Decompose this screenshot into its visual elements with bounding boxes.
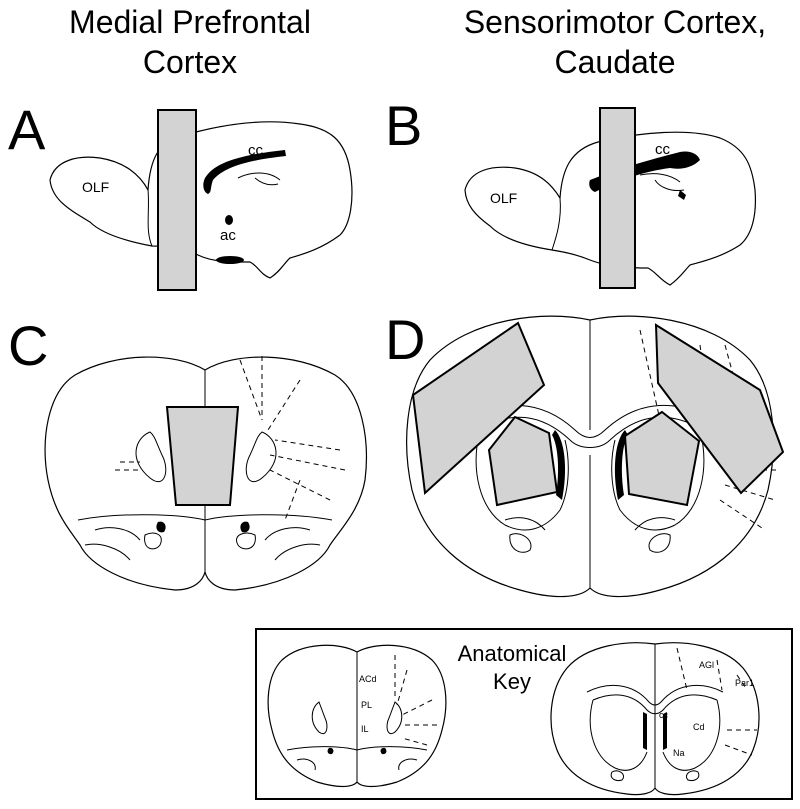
key-figures: ACd PL IL AGl Par1 cc Cd Na [267,642,760,796]
panel-c-coronal [44,356,368,591]
roi-mpfc-coronal [165,406,240,506]
panel-b-sagittal: OLF cc [464,107,757,289]
panel-d-coronal [406,315,785,598]
key-label-cc: cc [659,710,669,720]
coronal-c-dashes-right [239,356,346,521]
sagittal-b-fornix [639,173,685,191]
panel-letter-c: C [8,314,49,377]
sagittal-b-outline [464,131,757,286]
coronal-c-ventral-right [236,527,321,561]
title-right-line1: Sensorimotor Cortex, [463,4,767,40]
key-label-par1: Par1 [735,678,754,688]
coronal-d-right-ventricle [611,429,705,531]
key-label-acd: ACd [359,674,377,684]
coronal-c-right-ventricle [245,431,277,483]
sagittal-a-fornix [237,172,281,186]
key-right-striatum-l [589,699,648,771]
key-right-ventricle-fill [643,712,667,750]
key-left-ventricle-l [311,701,328,734]
sagittal-a-optic-tract [216,256,244,264]
key-title-line1: Anatomical [457,641,567,666]
coronal-c-ac-left [156,521,166,533]
key-left-dashes [394,655,437,746]
roi-mpfc-sagittal [157,109,197,291]
label-cc-b: cc [655,141,671,158]
panel-a-sagittal: OLF cc ac [49,109,353,291]
key-label-agl: AGl [699,660,714,670]
coronal-c-ventral-left [84,527,162,561]
title-sensorimotor: Sensorimotor Cortex, Caudate [420,2,800,82]
title-right-line2: Caudate [554,44,676,80]
key-left-ventricle-r [386,701,403,734]
label-olf-b: OLF [490,190,517,206]
key-title-line2: Key [493,669,531,694]
key-label-cd: Cd [693,722,705,732]
coronal-c-ventral-border [77,514,333,521]
label-cc-a: cc [248,142,264,159]
key-title: Anatomical Key [437,640,587,696]
coronal-d-ventral-right [634,517,676,553]
key-left-ventral [286,746,428,771]
key-right-dashes [676,647,757,756]
roi-caudate-left [487,415,559,507]
key-right-striatum-r [662,699,721,771]
anatomical-key-box: Anatomical Key ACd PL IL AGl Par1 cc Cd … [255,628,793,800]
roi-sensorimotor-right [654,323,785,495]
coronal-d-ventricle-fill-right [614,430,628,500]
coronal-c-dashes-left [115,461,140,471]
panel-letter-b: B [385,94,423,157]
roi-caudate-right [623,410,701,507]
key-label-il: IL [361,724,369,734]
panel-letter-d: D [385,308,426,371]
coronal-d-ventricle-fill-left [552,430,566,500]
sagittal-b-ac-tract [678,190,686,200]
coronal-c-left-ventricle [135,431,167,483]
title-medial-prefrontal: Medial Prefrontal Cortex [30,2,350,82]
key-label-na: Na [673,748,685,758]
roi-caudate-sagittal [599,107,636,289]
label-olf-a: OLF [82,179,109,195]
label-ac-a: ac [220,227,236,244]
sagittal-a-cc-tract [203,150,286,194]
title-left-line2: Cortex [142,44,238,80]
panel-letter-a: A [8,98,46,161]
roi-sensorimotor-left [411,321,546,496]
key-right-cc [586,684,724,715]
title-left-line1: Medial Prefrontal [69,4,311,40]
sagittal-b-olf-separation [551,197,561,251]
sagittal-a-ac-dot [225,215,233,225]
sagittal-a-olf-separation [147,189,153,247]
coronal-d-ventral-left [504,517,546,553]
key-right-ventral [610,770,700,781]
key-label-pl: PL [361,700,372,710]
coronal-d-left-ventricle [475,429,569,531]
coronal-c-ac-right [240,521,250,533]
coronal-c-outline [44,356,368,591]
sagittal-a-outline [49,121,353,279]
